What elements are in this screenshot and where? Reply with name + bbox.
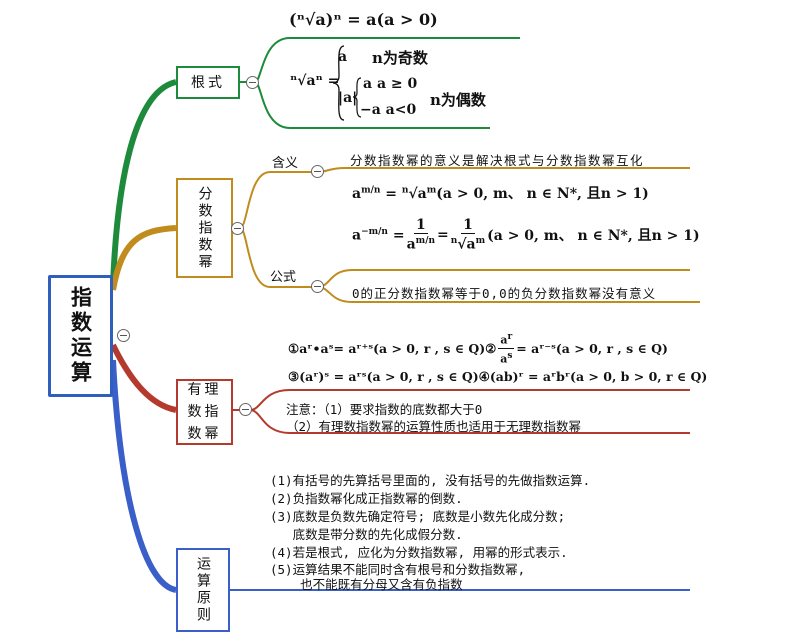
rule-2-prefix: ② [485, 340, 497, 356]
rational-label-line3: 数幂 [187, 426, 222, 442]
case-even-pos: a a ≥ 0 [363, 76, 418, 92]
rule-1: ①aʳ•aˢ= aʳ⁺ˢ(a > 0, r , s ∈ Q) [288, 340, 486, 356]
branch-blue [110, 359, 177, 593]
principle-line-6: (5)运算结果不能同时含有根号和分数指数幂, [270, 562, 526, 577]
branch-gold [110, 225, 177, 291]
topic-radical[interactable]: 根式 [176, 66, 240, 99]
root-collapse-icon[interactable] [117, 329, 130, 342]
small-brace-icon [352, 77, 362, 118]
principle-line-4: 底数是带分数的先化成假分数. [270, 527, 463, 542]
zero-power-note: 0的正分数指数幂等于0,0的负分数指数幂没有意义 [352, 286, 657, 301]
principle-line-5: (4)若是根式, 应化为分数指数幂, 用幂的形式表示. [270, 545, 568, 560]
root-node[interactable]: 指数运算 [48, 275, 113, 397]
topic-fractional[interactable]: 分数指数幂 [176, 178, 233, 278]
radical-formula-top: (ⁿ√a)ⁿ = a(a > 0) [289, 10, 438, 29]
case-odd-value: a [338, 49, 348, 65]
branch-green [110, 79, 177, 286]
radical-formula-lhs: ⁿ√aⁿ = [290, 73, 340, 89]
rational-collapse-icon[interactable] [239, 403, 252, 416]
topic-principles[interactable]: 运算原则 [176, 548, 230, 632]
fractional-formula-negative-cond: (a > 0, m、 n ∈ N*, 且n > 1) [487, 228, 700, 245]
principle-line-1: (1)有括号的先算括号里面的, 没有括号的先做指数运算. [270, 473, 591, 488]
rational-note-2: （2）有理数指数幂的运算性质也适用于无理数指数幂 [286, 419, 582, 434]
rule-4: ④(ab)ʳ = aʳbʳ(a > 0, b > 0, r ∈ Q) [478, 369, 708, 384]
abs-a: |a| [338, 90, 358, 106]
topic-rational[interactable]: 有理 数指 数幂 [176, 379, 233, 445]
principle-line-3: (3)底数是负数先确定符号; 底数是小数先化成分数; [270, 509, 566, 524]
case-even-cond: n为偶数 [430, 91, 486, 109]
rule-2-suffix: = aʳ⁻ˢ(a > 0, r , s ∈ Q) [516, 340, 668, 356]
fractional-formula-positive: am/n = n√am(a > 0, m、 n ∈ N*, 且n > 1) [352, 185, 649, 202]
fractional-formula-positive-cond: (a > 0, m、 n ∈ N*, 且n > 1) [436, 186, 649, 202]
rule-3: ③(aʳ)ˢ = aʳˢ(a > 0, r , s ∈ Q) [288, 369, 479, 384]
principle-line-7: 也不能既有分母又含有负指数 [270, 577, 463, 592]
formula-collapse-icon[interactable] [311, 280, 324, 293]
meaning-text: 分数指数幂的意义是解决根式与分数指数幂互化 [350, 153, 645, 168]
principle-line-2: (2)负指数幂化成正指数幂的倒数. [270, 491, 463, 506]
case-odd-cond: n为奇数 [372, 49, 428, 67]
case-even-neg: −a a<0 [360, 102, 417, 118]
fractional-collapse-icon[interactable] [231, 222, 244, 235]
rational-rules-row2: ③(aʳ)ˢ = aʳˢ(a > 0, r , s ∈ Q)④(ab)ʳ = a… [288, 369, 707, 384]
rational-note-1: 注意：（1）要求指数的底数都大于0 [286, 402, 483, 417]
meaning-collapse-icon[interactable] [311, 165, 324, 178]
big-brace-icon [332, 45, 345, 121]
meaning-label: 含义 [272, 156, 299, 171]
radical-collapse-icon[interactable] [246, 76, 259, 89]
rational-label-line2: 数指 [187, 404, 222, 420]
formula-label: 公式 [270, 270, 297, 285]
branch-red [110, 343, 177, 413]
rational-label-line1: 有理 [187, 382, 222, 398]
